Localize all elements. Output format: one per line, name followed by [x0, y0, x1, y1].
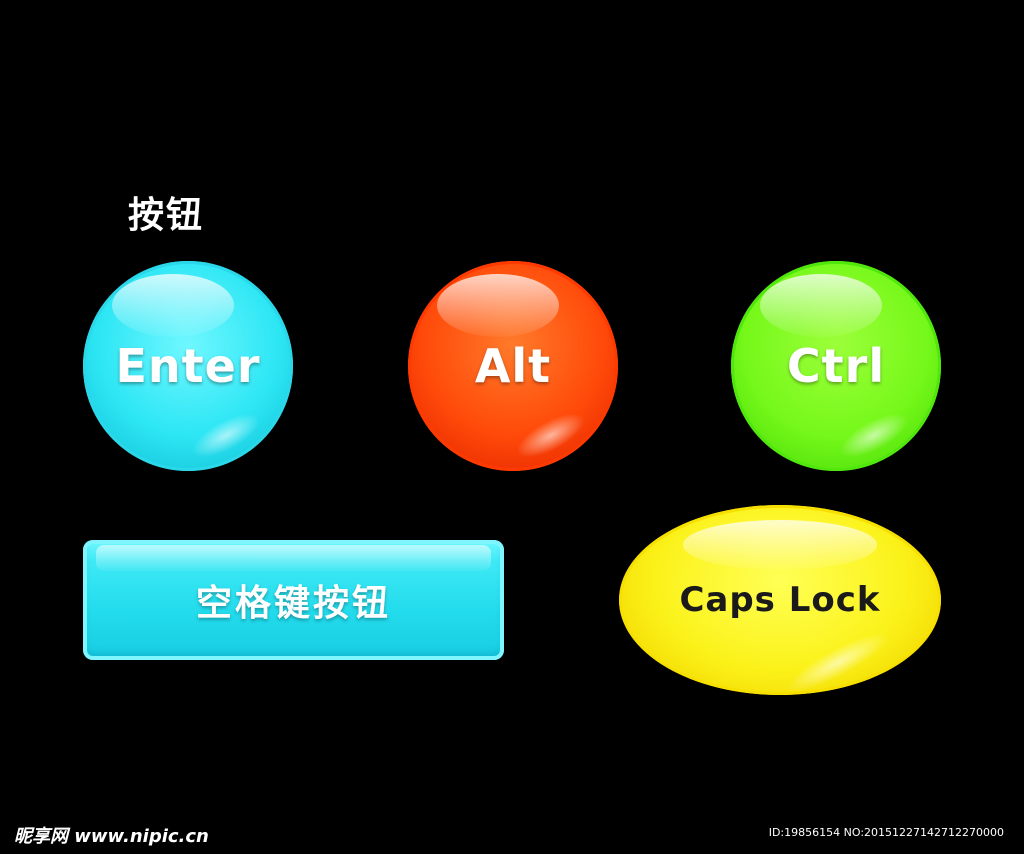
alt-button-label: Alt [474, 339, 552, 393]
space-key-button[interactable]: 空格键按钮 [83, 540, 504, 660]
page-title: 按钮 [128, 195, 205, 236]
ctrl-button[interactable]: Ctrl [731, 261, 941, 471]
enter-button[interactable]: Enter [83, 261, 293, 471]
space-key-button-label: 空格键按钮 [195, 583, 391, 624]
ctrl-button-label: Ctrl [786, 339, 886, 393]
enter-button-label: Enter [115, 339, 261, 393]
caps-lock-button-label: Caps Lock [679, 580, 881, 620]
site-watermark: 昵享网 www.nipic.cn [14, 826, 209, 847]
caps-lock-button[interactable]: Caps Lock [619, 505, 941, 695]
image-id-watermark: ID:19856154 NO:20151227142712270000 [768, 826, 1004, 839]
alt-button[interactable]: Alt [408, 261, 618, 471]
